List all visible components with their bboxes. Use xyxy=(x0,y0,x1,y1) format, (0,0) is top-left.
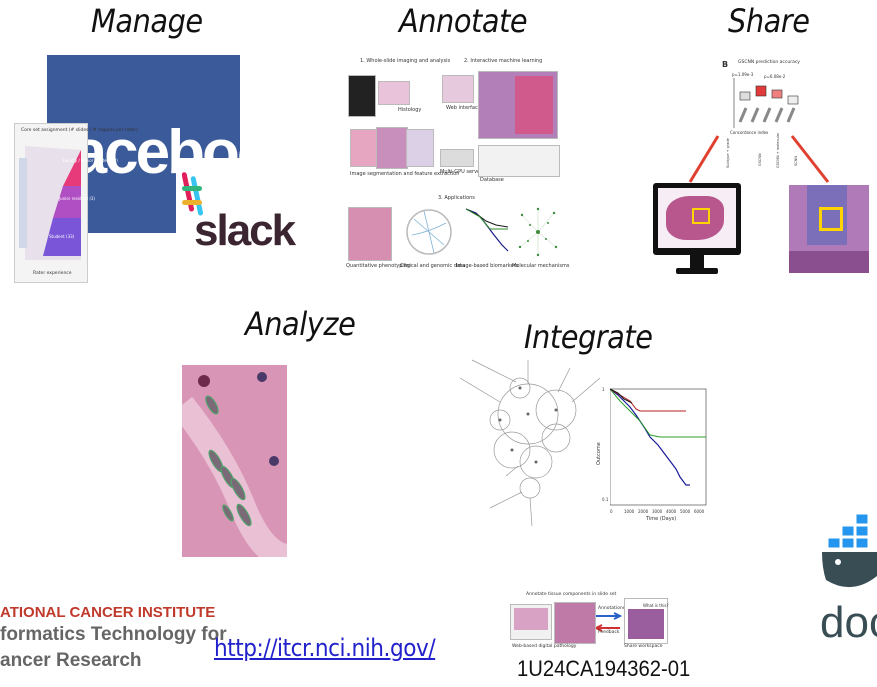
share-panel-title: GSCNN prediction accuracy xyxy=(738,60,800,65)
caption-biomarkers: Image-based biomarkers xyxy=(456,263,519,269)
mri-image xyxy=(348,75,376,117)
annotate-section-3: 3. Applications xyxy=(438,195,475,201)
km-plot-area xyxy=(610,388,707,506)
workflow-feedback-label: Feedback xyxy=(598,630,620,635)
nci-logo-line3: ancer Research xyxy=(0,650,142,671)
share-p-value-2: p=6.08e-2 xyxy=(764,74,786,79)
docker-wordmark: doc xyxy=(820,598,877,647)
integrate-network-graph xyxy=(460,359,601,527)
segmentation-thumb-3 xyxy=(406,129,434,167)
share-ylabel: Concordance index xyxy=(730,130,769,135)
annotate-section-1: 1. Whole-slide imaging and analysis xyxy=(360,58,451,64)
heading-integrate: Integrate xyxy=(524,318,653,356)
workflow-question: What is this? xyxy=(643,603,669,608)
web-interface-thumb xyxy=(442,75,474,103)
caption-clinical: Clinical and genomic data xyxy=(400,263,465,269)
workflow-title: Annotate tissue components in slide set xyxy=(526,592,617,597)
molecular-network-graph xyxy=(518,207,558,257)
tier-label-1: Faculty / senior resident (3) xyxy=(63,158,118,163)
slack-hash-icon xyxy=(182,172,204,216)
annotate-section-2: 2. Interactive machine learning xyxy=(464,58,543,64)
circos-genomic-plot xyxy=(406,209,452,255)
share-panel-label: B xyxy=(722,60,729,69)
phenotyping-image xyxy=(348,207,392,261)
workflow-arrows xyxy=(596,612,622,632)
slack-wordmark: slack xyxy=(194,206,296,255)
km-survival-plot: Outcome 1 0.1 0 1000 2000 3000 4000 5000… xyxy=(596,385,710,523)
caption-gpu-server: Multi-GPU server xyxy=(440,169,483,175)
km-ytick-bottom: 0.1 xyxy=(602,497,609,502)
caption-molecular: Molecular mechanisms xyxy=(512,263,570,269)
km-xtick-6: 6000 xyxy=(694,509,705,514)
itcr-url-link[interactable]: http://itcr.nci.nih.gov/ xyxy=(214,634,436,662)
share-p-value-1: p=1.09e-3 xyxy=(732,72,754,77)
km-xlabel: Time (Days) xyxy=(646,516,677,522)
monitor-stand xyxy=(676,268,718,274)
heading-analyze: Analyze xyxy=(245,305,356,343)
grant-number: 1U24CA194362-01 xyxy=(517,656,691,681)
km-ylabel: Outcome xyxy=(596,442,602,465)
km-xtick-4: 4000 xyxy=(666,509,677,514)
workflow-share-label: Share workspace xyxy=(624,644,663,649)
ml-overlay-image xyxy=(478,71,558,139)
nci-logo-line2: formatics Technology for xyxy=(0,624,227,645)
monitor-display xyxy=(653,183,741,255)
workflow-tissue xyxy=(554,602,596,644)
monitor-neck xyxy=(690,255,704,269)
rater-pyramid-chart: Core set assignment (# slides / # region… xyxy=(14,123,138,283)
caption-web-interface: Web interface xyxy=(446,105,481,111)
share-tissue-zoom xyxy=(789,185,869,273)
analyze-histology-image xyxy=(182,365,287,557)
km-ytick-top: 1 xyxy=(602,387,605,392)
slack-logo: slack xyxy=(176,158,296,276)
nuclei-overlay xyxy=(182,365,287,557)
share-arrows xyxy=(688,135,830,183)
caption-database: Database xyxy=(480,177,504,183)
heading-share: Share xyxy=(728,2,810,40)
docker-logo xyxy=(822,510,877,602)
segmentation-thumb-2 xyxy=(376,127,408,169)
database-block xyxy=(478,145,560,177)
workflow-share-panel: What is this? xyxy=(624,598,669,644)
gpu-server-icon xyxy=(440,149,474,167)
caption-phenotyping: Quantitative phenotyping xyxy=(346,263,411,269)
annotate-workflow-figure: 1. Whole-slide imaging and analysis 2. I… xyxy=(346,55,569,277)
biomarker-km-plot xyxy=(465,208,509,252)
rater-chart-footer: Rater experience xyxy=(33,271,72,276)
rater-chart-title: Core set assignment (# slides / # region… xyxy=(21,128,138,133)
km-xtick-3: 3000 xyxy=(652,509,663,514)
km-xtick-2: 2000 xyxy=(638,509,649,514)
pyramid-graphic xyxy=(19,146,81,260)
km-xtick-5: 5000 xyxy=(680,509,691,514)
km-xtick-1: 1000 xyxy=(624,509,635,514)
caption-segmentation: Image segmentation and feature extractio… xyxy=(350,171,460,177)
boxplot-graphic xyxy=(733,78,799,128)
docker-whale-icon xyxy=(822,513,877,588)
workflow-laptop xyxy=(510,604,552,640)
caption-histology: Histology xyxy=(398,107,422,113)
tier-label-2: Junior resident (3) xyxy=(59,196,95,201)
nci-logo-line1: ATIONAL CANCER INSTITUTE xyxy=(0,604,216,621)
histology-thumb xyxy=(378,81,410,105)
workflow-figure: Annotate tissue components in slide set … xyxy=(508,592,669,656)
workflow-annotations-label: Annotations xyxy=(598,606,626,611)
heading-annotate: Annotate xyxy=(399,2,528,40)
tier-label-3: Student (33) xyxy=(49,234,75,239)
workflow-web-label: Web-based digital pathology xyxy=(512,644,577,649)
share-boxplot-figure: B GSCNN prediction accuracy p=1.09e-3 p=… xyxy=(720,58,810,170)
km-xtick-0: 0 xyxy=(610,509,613,514)
heading-manage: Manage xyxy=(91,2,203,40)
